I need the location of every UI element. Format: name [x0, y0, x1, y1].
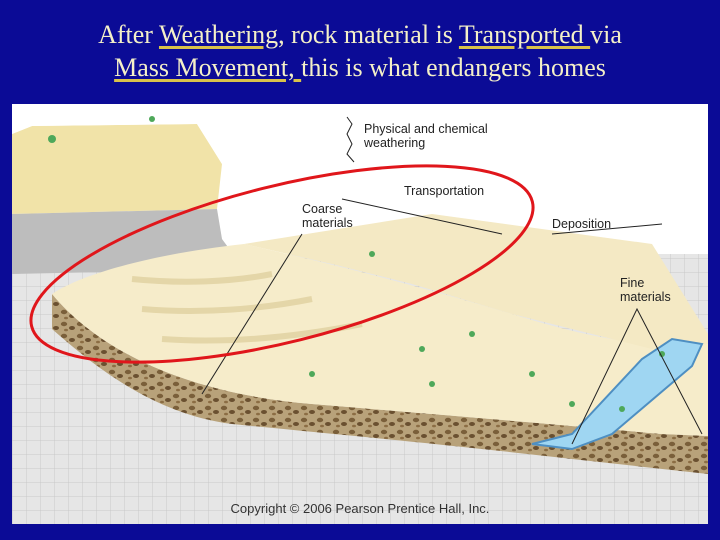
title-mass-movement: Mass Movement, [114, 53, 302, 82]
label-deposition: Deposition [552, 217, 612, 231]
cliff-yellow-layer [12, 124, 222, 214]
copyright-text: Copyright © 2006 Pearson Prentice Hall, … [230, 501, 490, 516]
title-text-4: this is what endangers homes [301, 53, 606, 82]
title-weathering: Weathering [158, 20, 279, 49]
label-transportation: Transportation [404, 184, 485, 198]
diagram-illustration [12, 114, 708, 524]
mass-movement-diagram: Physical and chemical weathering Transpo… [12, 104, 708, 524]
label-coarse: Coarse materials [302, 202, 353, 230]
highlight-ellipse [29, 164, 535, 364]
gravel-layer [52, 294, 708, 474]
title-transported: Transported [458, 20, 591, 49]
title-text-3: via [590, 20, 622, 49]
cliff-top [12, 114, 232, 164]
label-fine: Fine materials [620, 276, 671, 304]
slope-sediment [52, 244, 708, 436]
title-text-1: After [98, 20, 159, 49]
slide-title: After Weathering, rock material is Trans… [0, 18, 720, 84]
title-text-2: , rock material is [278, 20, 459, 49]
deposition-plain [244, 214, 708, 349]
stream-channel [531, 337, 704, 451]
label-weathering: Physical and chemical weathering [364, 122, 488, 150]
